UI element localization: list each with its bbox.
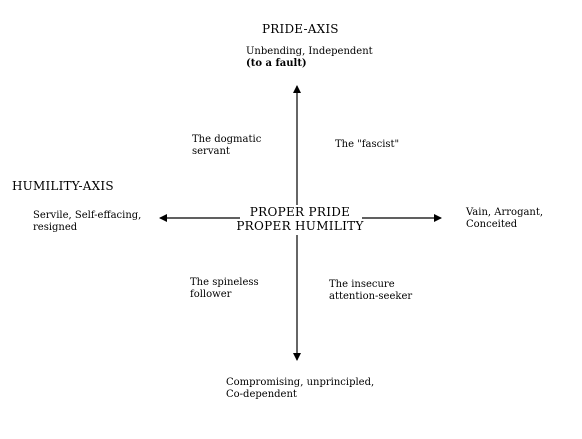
quadrant-bottom-left-line-2: follower (190, 289, 232, 300)
top-label-line-1: Unbending, Independent (246, 46, 373, 57)
quadrant-top-left: The dogmatic servant (192, 134, 261, 158)
right-label-line-1: Vain, Arrogant, (466, 207, 544, 218)
left-label-line-2: resigned (33, 222, 78, 233)
bottom-label: Compromising, unprincipled, Co-dependent (226, 377, 374, 401)
right-label: Vain, Arrogant, Conceited (466, 207, 543, 231)
quadrant-top-right: The "fascist" (335, 139, 399, 151)
quadrant-top-right-line-1: The "fascist" (335, 139, 400, 150)
quadrant-bottom-left: The spineless follower (190, 277, 259, 301)
center-label-line-2: PROPER HUMILITY (236, 219, 364, 233)
pride-axis-title: PRIDE-AXIS (262, 22, 339, 36)
center-label-line-1: PROPER PRIDE (249, 205, 351, 219)
center-label: PROPER PRIDE PROPER HUMILITY (236, 205, 364, 233)
quadrant-bottom-right-line-1: The insecure (329, 279, 395, 290)
left-label: Servile, Self-effacing, resigned (33, 210, 141, 234)
quadrant-bottom-right-line-2: attention-seeker (329, 291, 413, 302)
quadrant-bottom-left-line-1: The spineless (190, 277, 259, 288)
top-label-line-2: (to a fault) (246, 58, 307, 69)
bottom-label-line-1: Compromising, unprincipled, (226, 377, 375, 388)
bottom-label-line-2: Co-dependent (226, 389, 297, 400)
humility-axis-title: HUMILITY-AXIS (12, 179, 114, 193)
quadrant-top-left-line-1: The dogmatic (192, 134, 262, 145)
quadrant-top-left-line-2: servant (192, 146, 230, 157)
quadrant-bottom-right: The insecure attention-seeker (329, 279, 412, 303)
top-label: Unbending, Independent (to a fault) (246, 46, 373, 70)
right-label-line-2: Conceited (466, 219, 518, 230)
left-label-line-1: Servile, Self-effacing, (33, 210, 142, 221)
